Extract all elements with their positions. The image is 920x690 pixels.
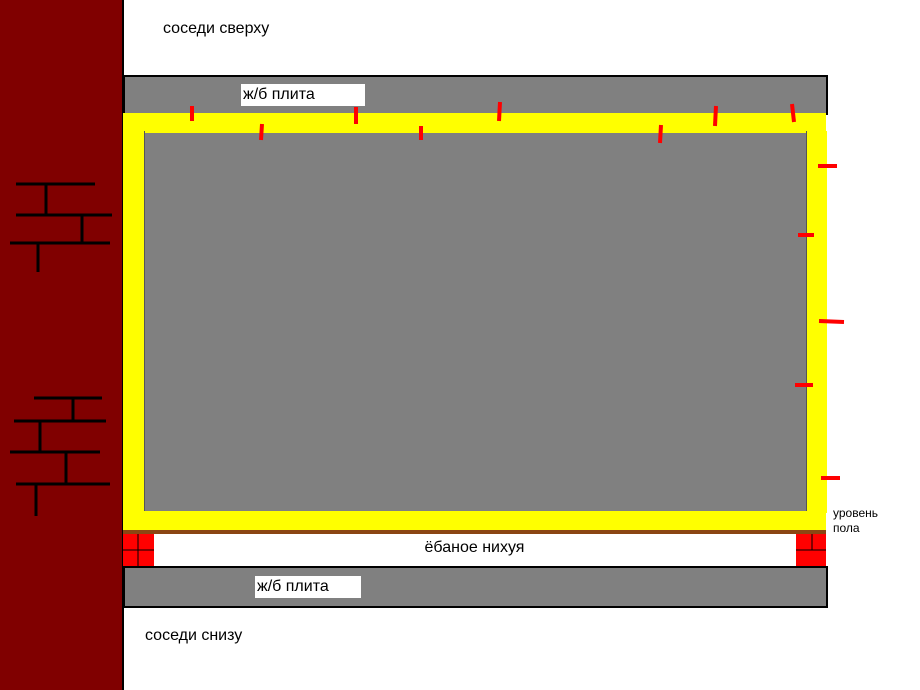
neighbors-top-label: соседи сверху bbox=[163, 20, 270, 37]
top-slab-label: ж/б плита bbox=[241, 84, 365, 106]
floor-level-line bbox=[123, 530, 826, 534]
neighbors-bottom-label: соседи снизу bbox=[145, 627, 243, 644]
right-brick-support bbox=[796, 534, 826, 566]
floor-level-label-line1: уровень bbox=[833, 506, 879, 520]
fastener bbox=[713, 105, 718, 127]
left-insulation bbox=[123, 131, 145, 513]
floor-level-label-line2: пола bbox=[833, 521, 860, 535]
bottom-slab-label: ж/б плита bbox=[255, 576, 361, 598]
fastener bbox=[658, 124, 663, 144]
floor-level-label: уровень пола bbox=[833, 506, 878, 536]
right-insulation bbox=[806, 131, 827, 513]
bottom-concrete-slab bbox=[123, 566, 828, 608]
fastener bbox=[818, 319, 845, 324]
left-brick-support bbox=[123, 534, 154, 566]
fastener bbox=[790, 103, 796, 123]
fastener bbox=[497, 101, 502, 122]
fastener bbox=[259, 123, 264, 141]
gap-under-floor: ёбаное нихуя bbox=[123, 534, 826, 567]
floor-insulation bbox=[123, 511, 826, 531]
gap-label: ёбаное нихуя bbox=[424, 539, 525, 556]
room-interior bbox=[145, 133, 806, 511]
